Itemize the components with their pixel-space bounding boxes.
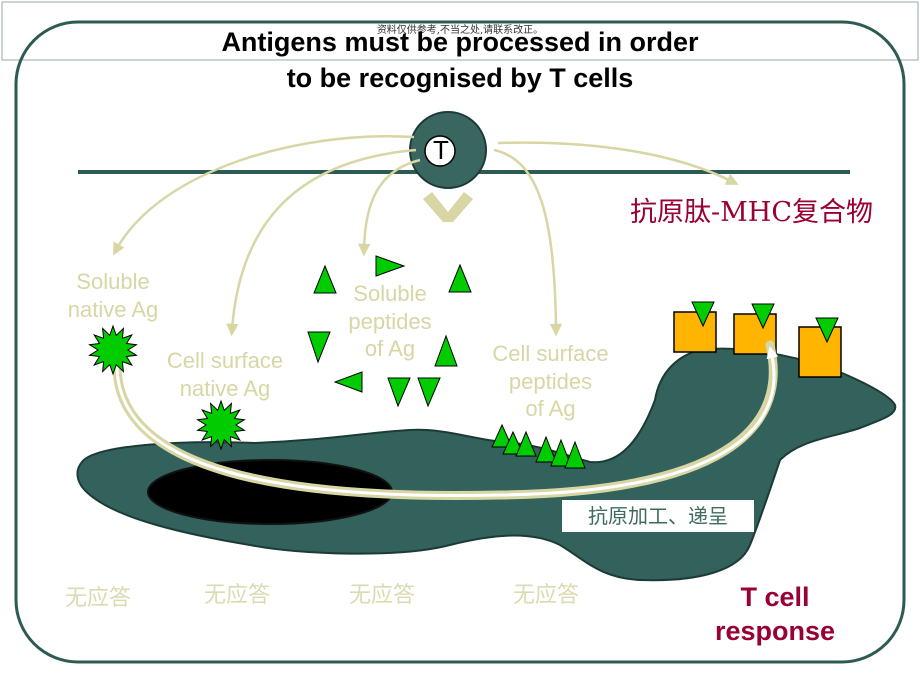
watermark-text: 资料仅供参考,不当之处,请联系改正。: [376, 25, 544, 36]
recognition-arrows: [112, 135, 739, 337]
no-response-label-2: 无应答: [203, 583, 270, 608]
cell-surface-native-label: Cell surface native Ag: [166, 348, 284, 401]
t-cell: [409, 111, 487, 222]
watermark-box: [1, 1, 919, 61]
no-response-label-4: 无应答: [512, 583, 579, 608]
cell-surface-native-antigen: [196, 399, 246, 451]
page-title-line-1: Antigens must be processed in order: [221, 27, 699, 57]
page-title-line-2: to be recognised by T cells: [286, 63, 634, 93]
cell-surface-peptides: [491, 423, 586, 469]
no-response-label-3: 无应答: [348, 583, 415, 608]
soluble-peptides-label: Soluble peptides of Ag: [348, 281, 432, 361]
soluble-peptides: [307, 255, 472, 408]
mhc-receptors: [673, 301, 842, 378]
processing-label: 抗原加工、递呈: [562, 500, 754, 532]
cell-surface-peptides-label: Cell surface peptides of Ag: [492, 341, 609, 421]
t-cell-response-label: T cell response: [714, 582, 836, 646]
soluble-native-label: Soluble native Ag: [67, 269, 159, 322]
t-cell-label: T: [433, 135, 449, 165]
no-response-label-1: 无应答: [64, 586, 131, 611]
slide-frame: [14, 20, 906, 664]
soluble-native-antigen: [88, 324, 138, 376]
peptide-mhc-complex-label: 抗原肽-MHC复合物: [630, 197, 873, 228]
